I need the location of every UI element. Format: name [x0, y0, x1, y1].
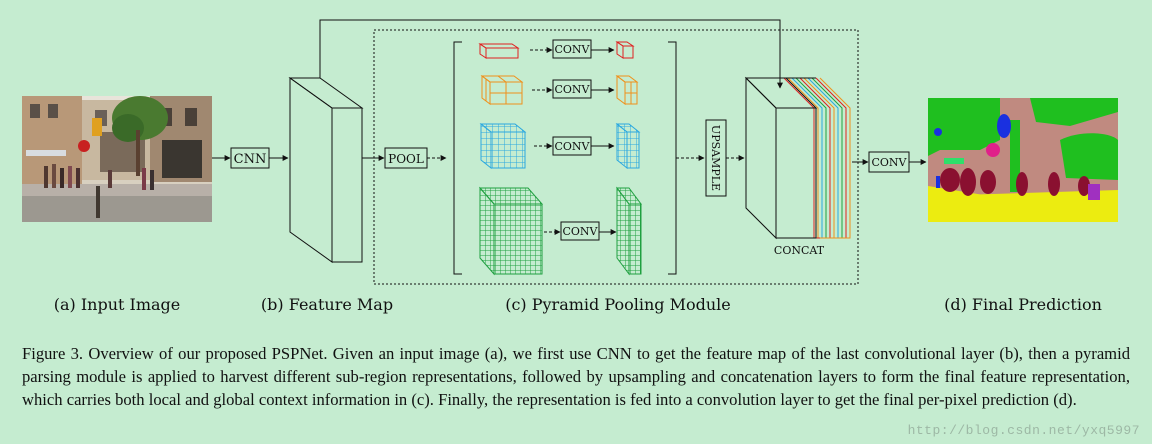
- panel-label-a: (a) Input Image: [54, 295, 181, 314]
- figure-caption: Figure 3. Overview of our proposed PSPNe…: [22, 344, 1130, 409]
- concat-label: CONCAT: [774, 244, 825, 257]
- upconv-level-1: [615, 41, 635, 59]
- conv-label-final: CONV: [871, 156, 907, 169]
- conv-box-3: CONV: [552, 136, 592, 156]
- concat-stack: [744, 76, 851, 240]
- upsample-box: UPSAMPLE: [705, 119, 727, 197]
- pool-level-1: [478, 43, 520, 59]
- conv-label-2: CONV: [554, 83, 590, 96]
- upsample-label: UPSAMPLE: [709, 125, 722, 191]
- conv-box-final: CONV: [868, 151, 910, 173]
- upconv-level-3: [615, 122, 641, 170]
- feature-map: [288, 77, 364, 263]
- conv-box-4: CONV: [560, 221, 600, 241]
- panel-label-d: (d) Final Prediction: [944, 295, 1102, 314]
- conv-label-3: CONV: [554, 140, 590, 153]
- upconv-level-2: [615, 75, 639, 105]
- panel-label-b: (b) Feature Map: [261, 295, 393, 314]
- pool-level-4: [478, 186, 544, 276]
- pool-box: POOL: [384, 147, 428, 169]
- pool-level-2: [480, 75, 524, 105]
- pool-level-3: [479, 122, 527, 170]
- pspnet-diagram: CNN POOL CONV: [22, 19, 1118, 314]
- conv-box-1: CONV: [552, 39, 592, 59]
- skip-connection-arrow: [319, 19, 783, 89]
- conv-box-2: CONV: [552, 79, 592, 99]
- cnn-box: CNN: [230, 147, 270, 169]
- watermark: http://blog.csdn.net/yxq5997: [907, 423, 1140, 438]
- cnn-label: CNN: [234, 152, 267, 167]
- conv-label-1: CONV: [554, 43, 590, 56]
- pool-label: POOL: [388, 152, 424, 166]
- panel-label-c: (c) Pyramid Pooling Module: [505, 295, 731, 314]
- right-bracket: [668, 41, 677, 275]
- left-bracket: [453, 41, 462, 275]
- input-image: [22, 96, 212, 222]
- upconv-level-4: [616, 186, 642, 276]
- conv-label-4: CONV: [562, 225, 598, 238]
- prediction-map: [928, 98, 1118, 222]
- pyramid-pooling-region: [373, 29, 859, 285]
